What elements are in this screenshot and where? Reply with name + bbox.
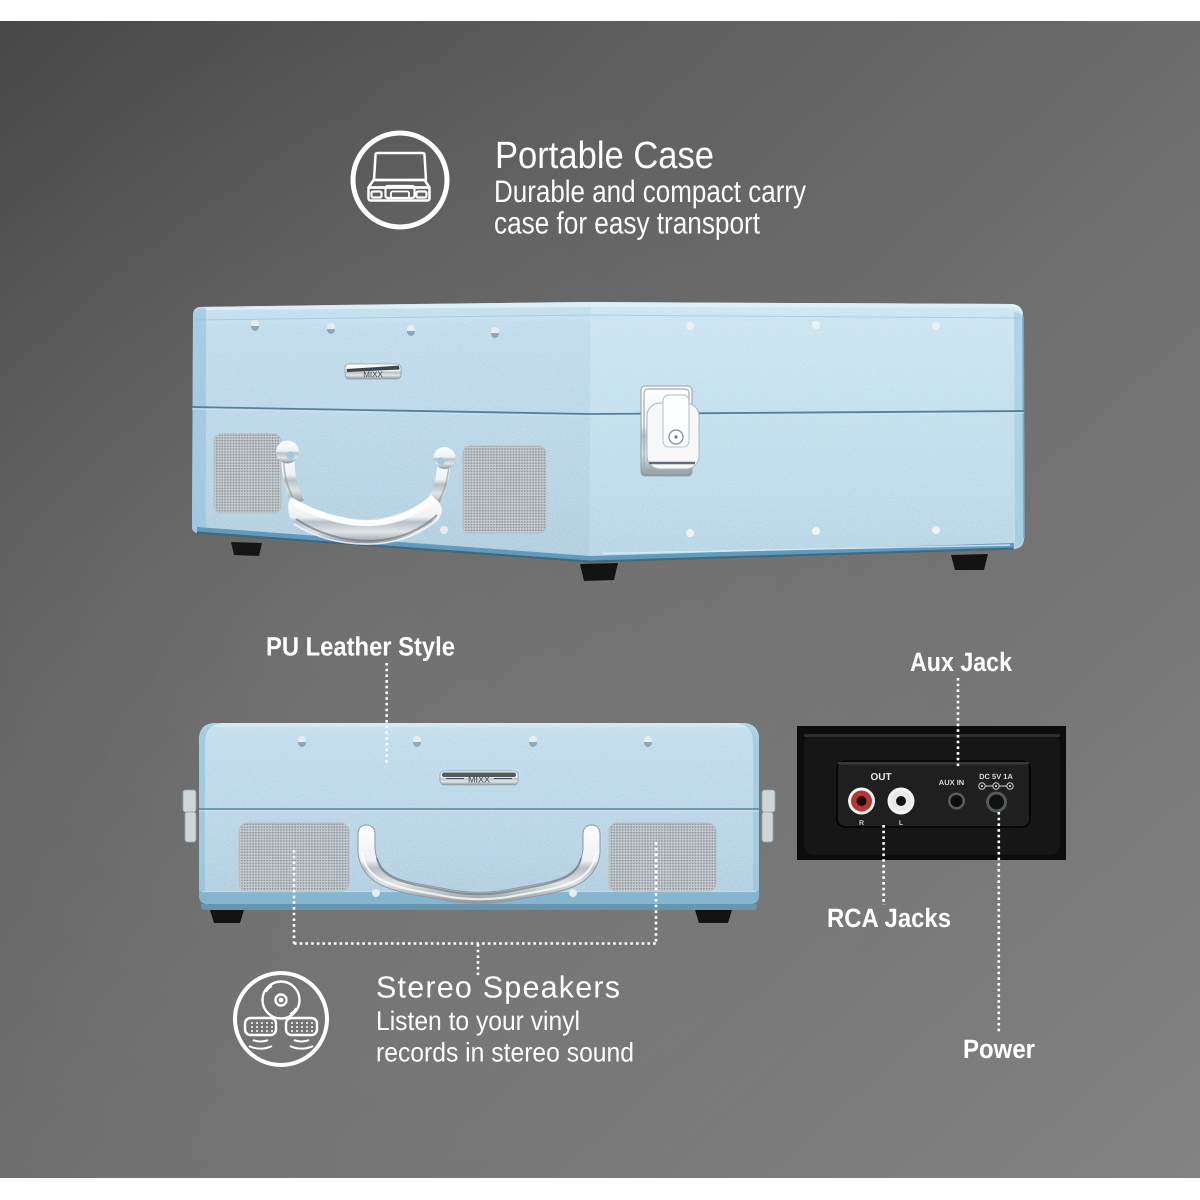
svg-text:Power: Power (963, 1034, 1035, 1064)
svg-text:AUX IN: AUX IN (939, 778, 964, 787)
svg-text:Aux Jack: Aux Jack (910, 647, 1012, 677)
svg-text:MIXX: MIXX (363, 370, 383, 379)
svg-text:case for easy transport: case for easy transport (494, 206, 760, 241)
svg-text:Stereo Speakers: Stereo Speakers (376, 971, 620, 1005)
svg-text:DC 5V 1A: DC 5V 1A (979, 772, 1013, 781)
svg-text:MIXX: MIXX (468, 775, 490, 785)
svg-text:Portable Case: Portable Case (495, 135, 714, 177)
svg-text:Listen to your vinyl: Listen to your vinyl (376, 1006, 580, 1036)
svg-text:L: L (899, 820, 904, 827)
svg-text:Durable and compact carry: Durable and compact carry (494, 174, 806, 209)
svg-text:PU Leather Style: PU Leather Style (266, 632, 455, 662)
svg-text:R: R (859, 820, 864, 827)
svg-text:RCA Jacks: RCA Jacks (827, 903, 951, 933)
svg-text:OUT: OUT (870, 772, 891, 783)
svg-text:records in stereo sound: records in stereo sound (376, 1038, 634, 1068)
